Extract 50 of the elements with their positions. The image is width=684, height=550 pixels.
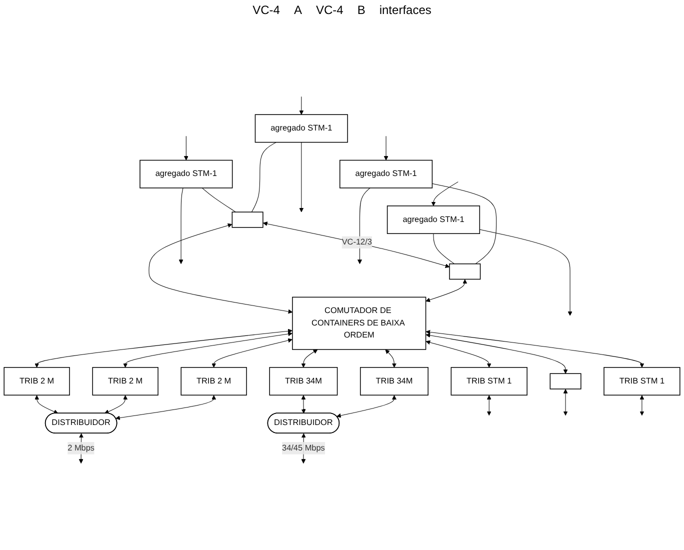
process-box: agregado STM-1 bbox=[254, 114, 348, 143]
edge-label: 34/45 Mbps bbox=[282, 442, 325, 454]
arrow bbox=[116, 395, 216, 420]
process-box: TRIB 2 M bbox=[180, 367, 247, 396]
process-box: COMUTADOR DE CONTAINERS DE BAIXA ORDEM bbox=[292, 296, 426, 350]
arrow bbox=[34, 395, 58, 414]
arrow bbox=[426, 333, 568, 374]
process-box: TRIB 2 M bbox=[4, 367, 70, 396]
arrow bbox=[104, 395, 128, 414]
arrow bbox=[426, 330, 644, 368]
process-box: TRIB STM 1 bbox=[604, 367, 680, 396]
arrow bbox=[148, 223, 293, 314]
edge-label: 2 Mbps bbox=[68, 442, 95, 454]
empty-box bbox=[449, 263, 481, 280]
note-label: interfaces bbox=[379, 3, 432, 17]
process-box: DISTRIBUIDOR bbox=[44, 412, 118, 434]
arrow bbox=[640, 395, 644, 416]
arrow bbox=[486, 395, 492, 416]
note-label: B bbox=[357, 3, 366, 17]
arrow bbox=[426, 279, 468, 302]
edge-label: VC-12/3 bbox=[342, 236, 372, 249]
arrow bbox=[431, 182, 458, 206]
process-box: agregado STM-1 bbox=[386, 206, 480, 234]
arrow bbox=[384, 136, 388, 160]
process-box: TRIB 34M bbox=[269, 367, 338, 396]
process-box: TRIB 34M bbox=[360, 367, 428, 396]
process-box: agregado STM-1 bbox=[339, 160, 433, 188]
arrow bbox=[34, 328, 292, 368]
arrow bbox=[301, 395, 306, 414]
arrow bbox=[299, 96, 304, 115]
arrow bbox=[178, 188, 184, 264]
process-box: TRIB 2 M bbox=[92, 367, 158, 396]
note-label: VC-4 bbox=[252, 3, 280, 17]
arrow bbox=[123, 332, 292, 368]
empty-box bbox=[550, 373, 582, 390]
process-box: DISTRIBUIDOR bbox=[267, 412, 340, 434]
process-box: agregado STM-1 bbox=[140, 160, 233, 188]
arrow bbox=[563, 388, 568, 416]
arrow bbox=[301, 349, 318, 368]
arrow bbox=[426, 340, 492, 368]
empty-box bbox=[232, 212, 264, 228]
arrow bbox=[299, 142, 304, 212]
arrow bbox=[184, 136, 188, 160]
process-box: TRIB STM 1 bbox=[450, 367, 528, 396]
note-label: VC-4 bbox=[316, 3, 344, 17]
arrow bbox=[479, 229, 572, 316]
arrow bbox=[385, 349, 396, 368]
arrow bbox=[212, 338, 292, 368]
arrow bbox=[336, 395, 396, 418]
note-label: A bbox=[294, 3, 302, 17]
